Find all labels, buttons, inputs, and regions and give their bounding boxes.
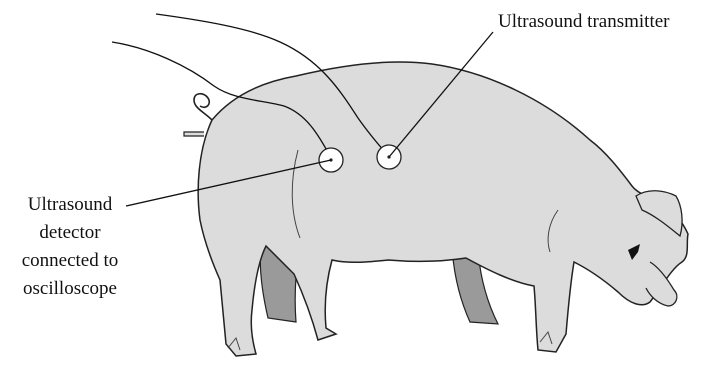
detector-label-line-2: detector xyxy=(39,222,101,243)
detector-label-line-3: connected to xyxy=(22,250,119,271)
detector-label-line-4: oscilloscope xyxy=(23,278,117,299)
transmitter-label: Ultrasound transmitter xyxy=(498,11,670,32)
detector-label-line-1: Ultrasound xyxy=(28,194,113,215)
pig-tail-stub xyxy=(184,132,204,136)
pig-tail xyxy=(194,94,212,120)
